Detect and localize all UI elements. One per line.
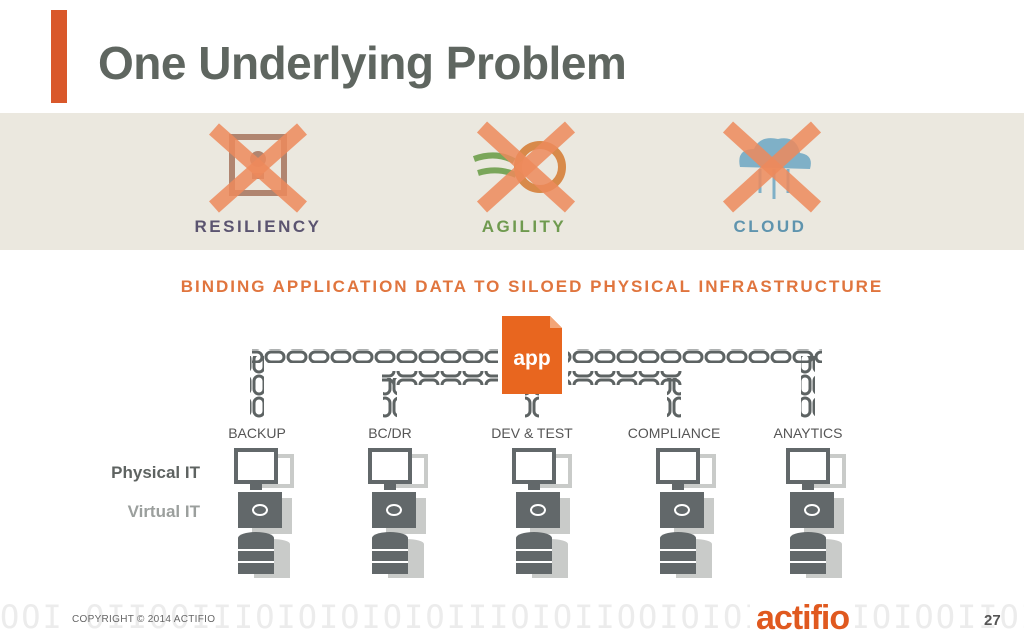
column-label-bcdr: BC/DR (368, 425, 412, 441)
cloud-icon (722, 121, 822, 213)
virtual-it-label: Virtual IT (127, 502, 200, 521)
pillar-cloud: CLOUD (660, 113, 880, 250)
stack-analytics (786, 448, 846, 580)
stack-bcdr (368, 448, 428, 580)
app-document (498, 316, 568, 394)
pillars-band: RESILIENCY AGILITY CLOUD (0, 113, 1024, 250)
chain-devtest (525, 392, 539, 418)
pillar-label-cloud: CLOUD (733, 217, 807, 236)
stack-devtest (512, 448, 572, 580)
column-label-backup: BACKUP (228, 425, 286, 441)
chain-analytics (801, 356, 815, 418)
title-accent-bar (51, 10, 67, 103)
column-label-analytics: ANAYTICS (773, 425, 843, 441)
stack-compliance (656, 448, 716, 580)
actifio-logo: actifio (750, 598, 856, 638)
physical-it-label: Physical IT (111, 463, 200, 482)
chain-bcdr (383, 378, 397, 418)
safe-icon (209, 123, 307, 213)
app-label: app (513, 347, 551, 370)
chain-backup (250, 356, 264, 418)
pillar-label-agility: AGILITY (481, 217, 567, 236)
slide-title: One Underlying Problem (98, 37, 627, 89)
pillar-resiliency: RESILIENCY (148, 113, 368, 250)
pillar-label-resiliency: RESILIENCY (194, 217, 322, 236)
copyright-text: COPYRIGHT © 2014 ACTIFIO (72, 614, 216, 625)
speed-icon (472, 121, 576, 213)
chain-compliance (667, 378, 681, 418)
column-label-compliance: COMPLIANCE (627, 425, 721, 441)
pillar-agility: AGILITY (414, 113, 634, 250)
diagram-subtitle: BINDING APPLICATION DATA TO SILOED PHYSI… (180, 277, 884, 296)
stack-backup (234, 448, 294, 580)
page-number: 27 (984, 612, 1001, 629)
column-label-devtest: DEV & TEST (491, 425, 573, 441)
